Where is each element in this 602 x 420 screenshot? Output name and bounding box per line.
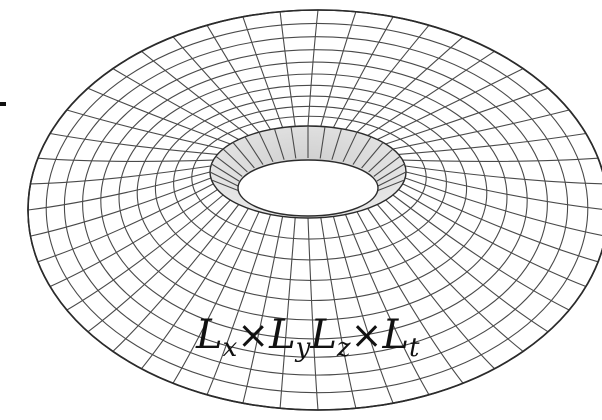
torus-meridian-line: [30, 165, 211, 185]
torus-meridian-line: [392, 194, 570, 311]
torus-hole-line: [361, 142, 384, 169]
torus-meridian-line: [356, 211, 464, 384]
torus-hole-line: [258, 131, 274, 163]
torus-hole-line: [373, 155, 401, 177]
torus-hole-line: [222, 148, 248, 173]
torus-meridian-line: [320, 11, 357, 127]
torus-meridian-line: [332, 16, 394, 128]
torus-throat: [237, 159, 379, 217]
torus-meridian-line: [367, 50, 495, 136]
torus-hole-line: [244, 136, 264, 165]
torus-hole-line: [273, 128, 285, 160]
torus-meridian-line: [367, 208, 495, 370]
torus-meridian-line: [356, 36, 464, 133]
torus-hole-line: [352, 136, 372, 165]
torus-meridian-line: [405, 177, 602, 237]
torus-hole-line: [376, 163, 405, 182]
torus-hole-line: [209, 171, 239, 187]
torus-meridian-line: [112, 68, 239, 140]
torus-outline: [27, 9, 602, 411]
torus-meridian-line: [87, 199, 231, 333]
torus-meridian-line: [279, 11, 296, 127]
torus-meridian-line: [141, 208, 249, 370]
torus-meridian-line: [66, 109, 224, 150]
torus-hole-grid: [209, 126, 407, 217]
torus-meridian-line: [320, 217, 357, 409]
torus-meridian-line: [402, 157, 599, 162]
torus-meridian-line: [377, 68, 524, 140]
torus-hole-line: [368, 148, 394, 173]
torus-meridian-line: [141, 50, 249, 136]
torus-meridian-line: [242, 216, 284, 404]
torus-meridian-line: [307, 10, 319, 127]
torus-meridian-line: [385, 87, 549, 145]
torus-meridian-line: [37, 183, 214, 263]
torus-meridian-line: [376, 204, 524, 352]
torus-hole-line: [211, 179, 240, 192]
torus-grid: [28, 10, 602, 410]
torus-meridian-line: [112, 204, 240, 352]
torus-meridian-line: [206, 24, 271, 130]
lattice-size-formula: Lx×LyLz×Lt: [195, 312, 420, 363]
torus-hole-line: [215, 155, 243, 177]
torus-meridian-line: [66, 194, 224, 311]
torus-meridian-line: [398, 189, 587, 288]
torus-meridian-line: [49, 189, 218, 288]
torus-meridian-line: [172, 211, 260, 384]
torus-hole-line: [376, 179, 405, 192]
torus-meridian-line: [206, 214, 272, 396]
torus-meridian-line: [332, 216, 394, 404]
torus-meridian-line: [172, 36, 260, 133]
torus-meridian-line: [392, 109, 570, 150]
torus-meridian-line: [279, 217, 296, 409]
torus-meridian-line: [385, 199, 549, 333]
torus-meridian-line: [50, 132, 218, 155]
torus-meridian-line: [87, 87, 231, 145]
torus-meridian-line: [398, 132, 586, 155]
torus-meridian-line: [405, 165, 602, 185]
torus-hole-line: [342, 131, 358, 163]
torus-meridian-line: [402, 183, 599, 263]
torus-hole-line: [377, 171, 407, 187]
torus-meridian-line: [30, 177, 211, 237]
torus-hole-line: [290, 126, 297, 159]
left-tick-mark: [0, 102, 6, 106]
torus-meridian-line: [28, 171, 211, 211]
torus-hole-line: [232, 142, 255, 169]
torus-meridian-line: [307, 217, 319, 410]
torus-meridian-line: [37, 157, 214, 162]
torus-meridian-line: [344, 214, 430, 396]
torus-hole-line: [211, 163, 240, 182]
torus-meridian-line: [242, 16, 284, 128]
torus-meridian-line: [345, 24, 430, 130]
torus-hole-line: [319, 126, 326, 159]
torus-meridian-line: [405, 171, 602, 211]
torus-hole-line: [331, 128, 343, 160]
